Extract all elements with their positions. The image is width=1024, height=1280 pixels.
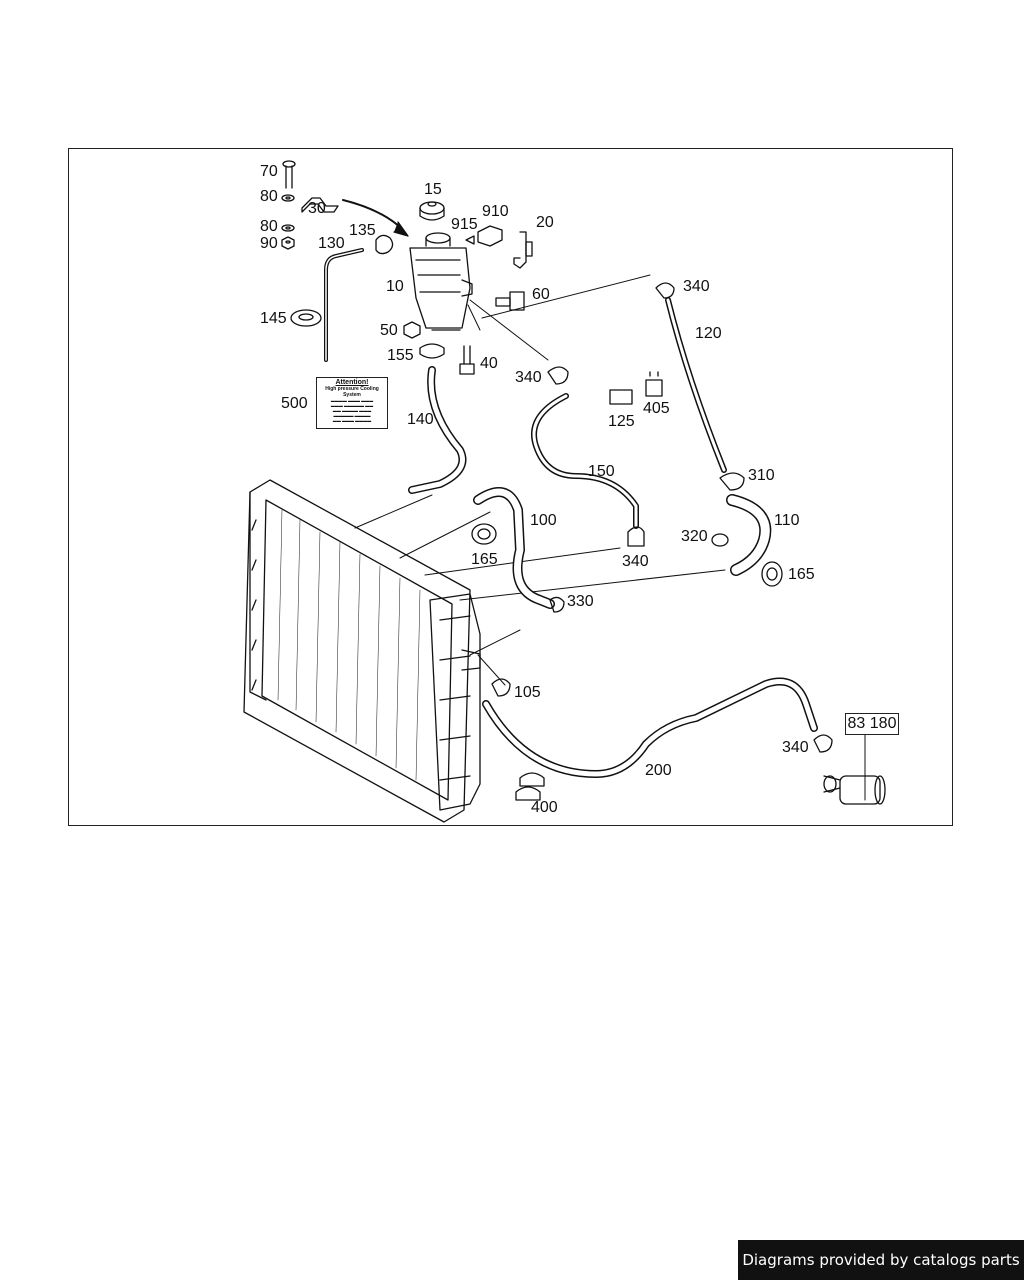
clamp-icon: [711, 533, 729, 547]
water-pump-icon: [823, 775, 886, 805]
hose-130: [324, 248, 364, 362]
callout-140: 140: [407, 411, 434, 428]
callout-80: 80: [260, 218, 278, 235]
washer-icon: [281, 194, 295, 232]
callout-340: 340: [782, 739, 809, 756]
callout-200: 200: [645, 762, 672, 779]
clamp-icon: [549, 596, 565, 613]
callout-40: 40: [480, 355, 498, 372]
clip-icon: [375, 234, 394, 255]
nut-icon: [403, 321, 421, 339]
callout-100: 100: [530, 512, 557, 529]
callout-155: 155: [387, 347, 414, 364]
seal-ring-icon: [761, 561, 783, 587]
clamp-icon: [547, 366, 569, 385]
callout-50: 50: [380, 322, 398, 339]
callout-340: 340: [515, 369, 542, 386]
leader-lines: [354, 274, 866, 801]
callout-10: 10: [386, 278, 404, 295]
callout-30: 30: [308, 200, 326, 217]
warning-label-title: Attention!: [335, 379, 369, 386]
callout-340: 340: [683, 278, 710, 295]
sensor-icon: [465, 225, 533, 269]
reference-box: 83 180: [845, 713, 899, 735]
bracket-icon: [301, 197, 339, 213]
callout-80: 80: [260, 188, 278, 205]
grommet-icon: [290, 309, 322, 327]
nut-icon: [281, 236, 295, 250]
callout-310: 310: [748, 467, 775, 484]
callout-70: 70: [260, 163, 278, 180]
bolt-icon: [282, 160, 296, 189]
callout-15: 15: [424, 181, 442, 198]
clamp-icon: [627, 526, 645, 547]
callout-90: 90: [260, 235, 278, 252]
warning-label-fine-print: ▬▬▬▬ ▬▬▬ ▬▬▬▬▬▬ ▬▬▬▬▬ ▬▬▬▬ ▬▬▬▬ ▬▬▬▬▬▬▬▬…: [330, 398, 374, 423]
expansion-tank-icon: [409, 232, 473, 331]
callout-165: 165: [471, 551, 498, 568]
clamp-icon: [419, 343, 445, 359]
clip-icon: [609, 389, 633, 405]
callout-125: 125: [608, 413, 635, 430]
clamp-icon: [655, 282, 675, 299]
warning-label-subtitle: High pressure Cooling System: [325, 386, 379, 398]
callout-330: 330: [567, 593, 594, 610]
screw-icon: [495, 291, 525, 311]
screw-icon: [459, 345, 475, 375]
callout-130: 130: [318, 235, 345, 252]
clamp-icon: [719, 472, 745, 491]
callout-915: 915: [451, 216, 478, 233]
clamp-icon: [813, 734, 833, 753]
callout-135: 135: [349, 222, 376, 239]
callout-500: 500: [281, 395, 308, 412]
clamp-icon: [491, 678, 511, 697]
callout-105: 105: [514, 684, 541, 701]
clip-icon: [515, 772, 545, 801]
callout-320: 320: [681, 528, 708, 545]
filler-cap-icon: [419, 201, 445, 221]
callout-150: 150: [588, 463, 615, 480]
callout-340: 340: [622, 553, 649, 570]
clip-icon: [645, 371, 663, 397]
callout-20: 20: [536, 214, 554, 231]
callout-910: 910: [482, 203, 509, 220]
callout-165: 165: [788, 566, 815, 583]
warning-label: Attention! High pressure Cooling System …: [316, 377, 388, 429]
callout-145: 145: [260, 310, 287, 327]
footer-banner: Diagrams provided by catalogs parts: [738, 1240, 1024, 1280]
callout-60: 60: [532, 286, 550, 303]
seal-ring-icon: [471, 523, 497, 545]
callout-120: 120: [695, 325, 722, 342]
radiator-icon: [243, 479, 481, 823]
callout-110: 110: [774, 512, 800, 529]
callout-405: 405: [643, 400, 670, 417]
callout-400: 400: [531, 799, 558, 816]
